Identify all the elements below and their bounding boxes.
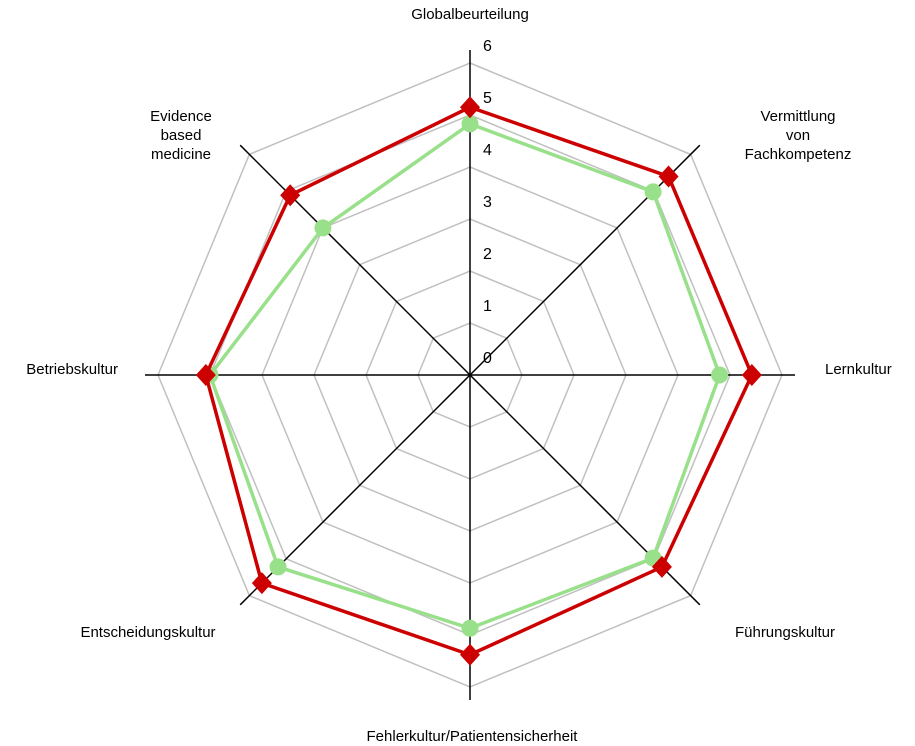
tick-labels: 0 1 2 3 4 5 6 (483, 38, 492, 367)
axis-line (469, 144, 701, 376)
data-point-red (251, 572, 272, 595)
tick-label: 1 (483, 298, 492, 315)
data-point-red (651, 555, 672, 578)
data-point-green (269, 558, 287, 576)
axis-label: Führungskultur (735, 624, 835, 641)
data-point-red (741, 364, 762, 386)
tick-label: 2 (483, 246, 492, 263)
tick-label: 3 (483, 194, 492, 211)
data-point-red (460, 96, 480, 119)
tick-label: 4 (483, 142, 492, 159)
axis-label: Globalbeurteilung (411, 6, 529, 23)
axis-label: Entscheidungskultur (80, 624, 215, 641)
data-point-green (461, 619, 479, 637)
data-point-green (711, 366, 729, 384)
axis-label: Betriebskultur (26, 361, 118, 378)
axis-line (239, 144, 471, 376)
series (195, 96, 762, 666)
tick-label: 5 (483, 90, 492, 107)
data-point-green (644, 183, 662, 201)
tick-label: 6 (483, 38, 492, 55)
tick-label: 0 (483, 350, 492, 367)
data-point-green (461, 115, 479, 133)
data-point-red (658, 165, 679, 188)
data-point-red (460, 643, 480, 666)
axis-label: Fehlerkultur/Patientensicherheit (367, 728, 579, 745)
axes (145, 50, 795, 700)
data-point-red (280, 184, 301, 207)
data-point-green (314, 219, 332, 237)
axis-label: Lernkultur (825, 361, 892, 378)
data-point-red (195, 364, 216, 386)
